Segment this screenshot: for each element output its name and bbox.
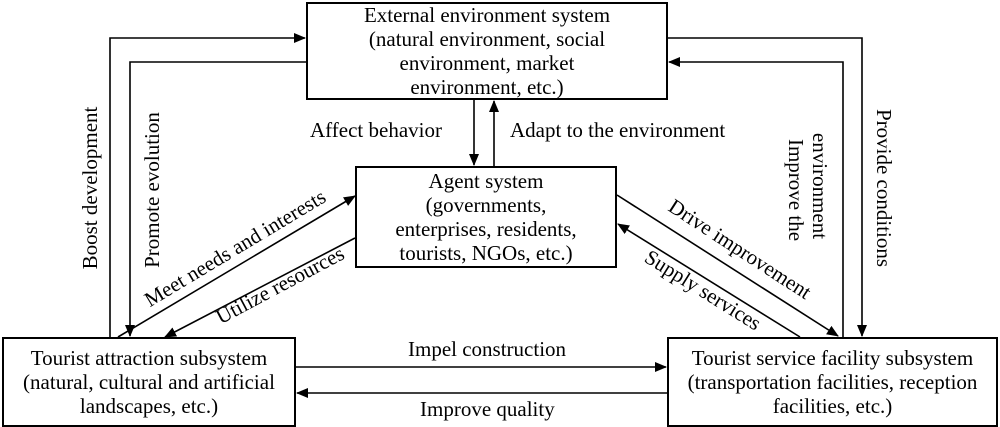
boost-development-arrow [109, 33, 306, 337]
external-line-2: (natural environment, social [368, 27, 606, 51]
attraction-line-3: landscapes, etc.) [79, 394, 219, 418]
agent-title: Agent system [428, 169, 544, 193]
promote-evolution-label: Promote evolution [140, 112, 164, 268]
drive-improvement-arrow [616, 194, 839, 337]
agent-line-3: enterprises, residents, [395, 217, 577, 241]
tourist-service-facility-subsystem-box: Tourist service facility subsystem (tran… [667, 337, 998, 427]
improve-environment-arrow [668, 57, 844, 337]
impel-construction-label: Impel construction [408, 337, 567, 361]
attraction-line-2: (natural, cultural and artificial [23, 370, 275, 394]
improve-environment-label-2: environment [808, 132, 832, 240]
utilize-resources-arrow [164, 237, 356, 338]
attraction-title: Tourist attraction subsystem [30, 346, 268, 370]
supply-services-arrow [617, 223, 801, 338]
external-environment-system-box: External environment system (natural env… [306, 2, 668, 100]
agent-system-box: Agent system (governments, enterprises, … [355, 166, 617, 268]
service-title: Tourist service facility subsystem [691, 346, 974, 370]
improve-quality-label: Improve quality [420, 397, 555, 421]
adapt-environment-label: Adapt to the environment [510, 118, 726, 142]
provide-conditions-label: Provide conditions [872, 108, 896, 268]
provide-conditions-arrow [668, 37, 867, 337]
service-line-3: facilities, etc.) [772, 394, 893, 418]
service-line-2: (transportation facilities, reception [687, 370, 978, 394]
affect-behavior-label: Affect behavior [310, 118, 442, 142]
promote-evolution-arrow [125, 61, 306, 337]
external-title: External environment system [363, 3, 611, 27]
agent-line-2: (governments, [425, 193, 547, 217]
external-line-4: environment, etc.) [410, 75, 564, 99]
tourist-attraction-subsystem-box: Tourist attraction subsystem (natural, c… [2, 337, 296, 427]
meet-needs-arrow [117, 195, 356, 338]
agent-line-4: tourists, NGOs, etc.) [399, 241, 573, 265]
improve-environment-label-1: Improve the [784, 138, 808, 242]
boost-development-label: Boost development [78, 106, 102, 270]
external-line-3: environment, market [399, 51, 575, 75]
